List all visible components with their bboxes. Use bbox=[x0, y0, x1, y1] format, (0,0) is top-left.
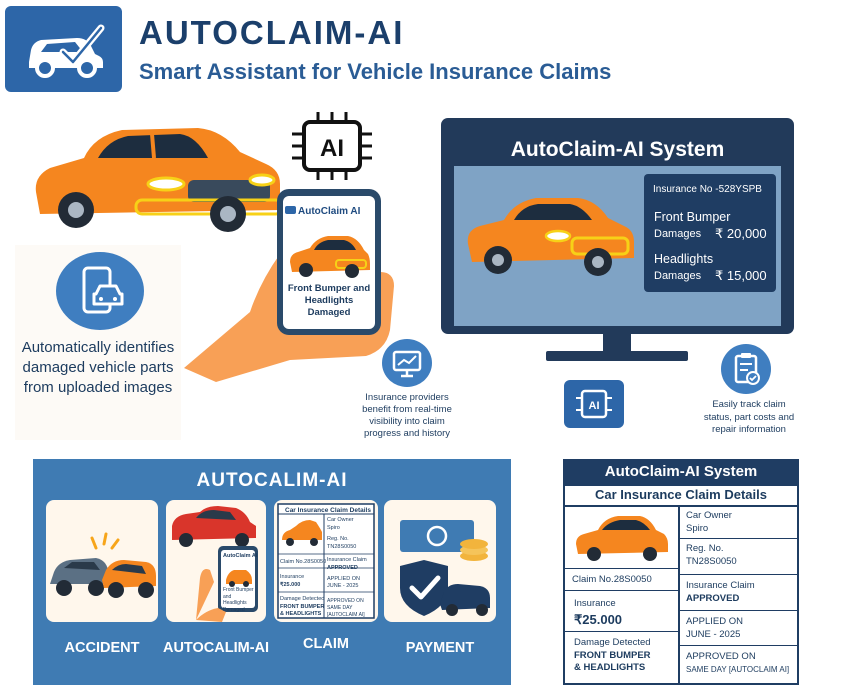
details-car-image bbox=[576, 516, 668, 561]
divider bbox=[565, 590, 678, 591]
ai-chip-small-label: AI bbox=[589, 400, 600, 412]
app-subtitle: Smart Assistant for Vehicle Insurance Cl… bbox=[139, 59, 612, 84]
details-owner-label: Car Owner bbox=[686, 510, 732, 521]
accident-illustration bbox=[50, 532, 156, 598]
details-approved: SAME DAY [AUTOCLAIM AI] bbox=[686, 665, 790, 674]
mini-applied: APPLIED ON JUNE - 2025 bbox=[327, 576, 361, 589]
claim-details-header-text: AutoClaim-AI System bbox=[604, 463, 758, 480]
mini-status: APPROVED bbox=[327, 565, 358, 571]
step-card-payment bbox=[384, 500, 496, 622]
divider bbox=[679, 574, 797, 575]
details-damage-line1: FRONT BUMPER bbox=[574, 650, 651, 661]
claim-details-subheader: Car Insurance Claim Details bbox=[595, 487, 767, 502]
details-applied: JUNE - 2025 bbox=[686, 629, 741, 640]
phone-caption: Front Bumper and Headlights Damaged bbox=[287, 283, 371, 318]
divider bbox=[565, 568, 678, 569]
phone-car-badge bbox=[56, 252, 144, 330]
mini-reg: TN28S0050 bbox=[327, 544, 357, 550]
details-owner: Spiro bbox=[686, 523, 709, 534]
details-insurance: ₹25.000 bbox=[574, 612, 623, 627]
divider bbox=[679, 538, 797, 539]
step-label-autoclaim: AUTOCALIM-AI bbox=[162, 640, 270, 656]
monitor-amount-1: ₹ 20,000 bbox=[715, 226, 767, 241]
monitor-title: AutoClaim-AI System bbox=[510, 138, 725, 161]
mini-phone-caption: Front Bumper and Headlights Damaged bbox=[223, 587, 254, 613]
ai-chip-small-icon: AI bbox=[576, 389, 612, 419]
step-card-autoclaim bbox=[166, 500, 266, 622]
mini-status-label: Insurance Claim bbox=[327, 557, 367, 563]
auto-identify-text: Automatically identifies damaged vehicle… bbox=[21, 339, 175, 396]
monitor-chart-badge bbox=[382, 339, 432, 387]
details-insurance-label: Insurance bbox=[574, 598, 616, 609]
phone-app-brand: AutoClaim AI bbox=[285, 206, 375, 217]
ai-chip-label: AI bbox=[320, 135, 344, 162]
details-status: APPROVED bbox=[686, 593, 740, 604]
car-check-logo-icon bbox=[29, 24, 105, 78]
divider bbox=[678, 506, 680, 683]
mini-insurance: ₹25.000 bbox=[280, 582, 301, 588]
details-reg-label: Reg. No. bbox=[686, 543, 724, 554]
phone-brand-icon bbox=[285, 206, 296, 214]
mini-owner-label: Car Owner bbox=[327, 517, 354, 523]
step-card-accident bbox=[46, 500, 158, 622]
mini-damage: FRONT BUMPER & HEADLIGHTS bbox=[280, 604, 325, 617]
monitor-neck bbox=[603, 334, 631, 352]
mini-approved: APPROVED ON SAME DAY [AUTOCLAIM AI] bbox=[327, 598, 365, 618]
mini-damage-label: Damage Detected bbox=[280, 596, 325, 602]
mini-owner: Spiro bbox=[327, 525, 340, 531]
mini-phone-brand: AutoClaim AI bbox=[223, 553, 258, 559]
payment-illustration bbox=[400, 520, 490, 616]
phone-car-image bbox=[290, 236, 370, 278]
monitor-car-image bbox=[467, 198, 634, 276]
app-title: AUTOCLAIM-AI bbox=[139, 14, 405, 51]
claim-form-illustration bbox=[277, 503, 375, 619]
divider bbox=[565, 631, 678, 632]
mini-claim-title: Car Insurance Claim Details bbox=[285, 507, 371, 514]
mini-reg-label: Reg. No. bbox=[327, 536, 349, 542]
monitor-damage-card bbox=[644, 174, 776, 292]
track-claim-text: Easily track claim status, part costs an… bbox=[703, 399, 795, 435]
divider bbox=[565, 505, 797, 507]
monitor-insurance-no: Insurance No -528YSPB bbox=[653, 184, 762, 195]
shield-check-icon bbox=[400, 560, 448, 616]
clipboard-badge bbox=[721, 344, 771, 394]
details-claim-no: Claim No.28S0050 bbox=[572, 574, 652, 585]
divider bbox=[679, 610, 797, 611]
details-applied-label: APPLIED ON bbox=[686, 616, 744, 627]
app-logo bbox=[5, 6, 122, 92]
phone-car-icon bbox=[82, 266, 124, 314]
ai-chip-icon: AI bbox=[292, 112, 372, 180]
mini-claim-no: Claim No.28S0050 bbox=[280, 559, 327, 565]
workflow-title: AUTOCALIM-AI bbox=[196, 470, 348, 491]
details-status-label: Insurance Claim bbox=[686, 580, 755, 591]
monitor-stand bbox=[546, 351, 688, 361]
details-approved-label: APPROVED ON bbox=[686, 651, 756, 662]
claim-details-header bbox=[565, 461, 797, 486]
step-label-claim: CLAIM bbox=[303, 636, 349, 652]
step-label-payment: PAYMENT bbox=[405, 640, 475, 656]
monitor-part-1: Front Bumper bbox=[654, 210, 731, 224]
mini-insurance-label: Insurance bbox=[280, 574, 305, 580]
monitor-damage-label-1: Damages bbox=[654, 228, 702, 240]
monitor-part-2: Headlights bbox=[654, 252, 714, 266]
monitor-chart-icon bbox=[392, 350, 422, 378]
details-damage-label: Damage Detected bbox=[574, 637, 651, 648]
monitor-amount-2: ₹ 15,000 bbox=[715, 268, 767, 283]
step-label-accident: ACCIDENT bbox=[64, 640, 140, 656]
details-reg: TN28S0050 bbox=[686, 556, 737, 567]
ai-chip-small-badge: AI bbox=[564, 380, 624, 428]
phone-scan-illustration bbox=[172, 506, 258, 622]
claim-details-card bbox=[563, 459, 799, 685]
monitor-damage-label-2: Damages bbox=[654, 270, 702, 282]
providers-visibility-text: Insurance providers benefit from real-ti… bbox=[362, 392, 452, 439]
hero-car-illustration bbox=[35, 128, 284, 232]
clipboard-check-icon bbox=[734, 353, 760, 385]
divider bbox=[679, 645, 797, 646]
step-card-claim bbox=[274, 500, 378, 622]
details-damage-line2: & HEADLIGHTS bbox=[574, 662, 646, 673]
